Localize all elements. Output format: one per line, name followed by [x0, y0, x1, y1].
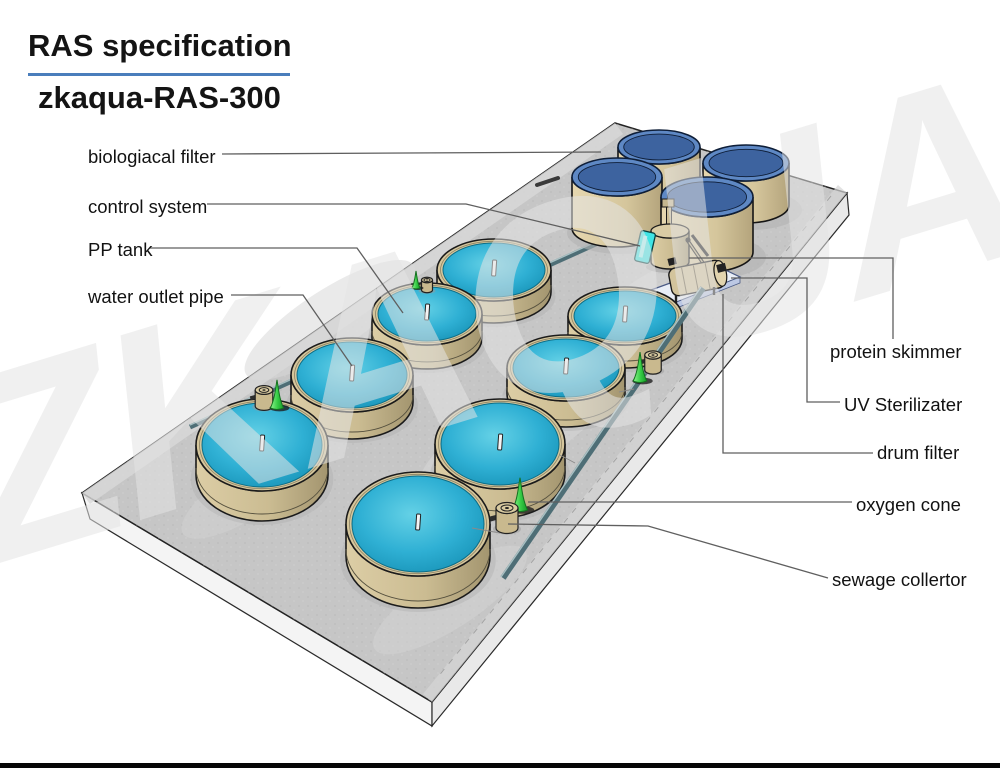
oxygen-cone-unit [632, 352, 653, 385]
collector-hub [262, 389, 266, 391]
label-biological-filter: biologiacal filter [88, 146, 216, 167]
model-subtitle: zkaqua-RAS-300 [38, 80, 281, 115]
bottom-bar [0, 763, 1000, 768]
label-drum-filter: drum filter [877, 442, 960, 463]
drum-knob [669, 259, 675, 265]
label-protein-skimmer: protein skimmer [830, 341, 962, 362]
pp-tank-seam [195, 467, 329, 515]
pp-tank-rim-inner [349, 473, 487, 575]
collector-hub [426, 279, 428, 281]
pp-tank-rim-inner [438, 400, 562, 488]
skimmer-valve-box [661, 198, 675, 208]
water-outlet-pipe [491, 259, 498, 277]
title-underline [28, 73, 290, 76]
pp-tank-rim-inner [510, 336, 622, 400]
collector-ring [258, 387, 270, 393]
water-outlet-pipe [622, 305, 629, 323]
water-outlet-pipe [415, 513, 422, 531]
sewage-collector-unit [639, 350, 665, 376]
platform-seam [535, 176, 560, 187]
label-oxygen-cone: oxygen cone [856, 494, 961, 515]
label-sewage-collector: sewage collertor [832, 569, 967, 590]
sewage-collector-unit [249, 385, 276, 412]
pp-tank [340, 471, 496, 612]
drain-connectors [471, 388, 635, 534]
pp-tank-rim-inner [571, 288, 679, 344]
oxygen-cone-unit [269, 379, 290, 412]
label-pp-tank: PP tank [88, 239, 153, 260]
oxygen-cone-unit [411, 270, 424, 290]
pp-tank [190, 398, 334, 525]
collector-ring [648, 352, 658, 358]
water-outlet-pipe [349, 364, 356, 382]
bio-tank-top-inner [577, 162, 657, 192]
protein-skimmer-unit [646, 198, 710, 273]
skimmer-pipe [690, 234, 710, 257]
pp-tank-seam [345, 548, 491, 602]
water-outlet-pipe [424, 303, 431, 321]
oxygen-cone [632, 352, 648, 383]
bio-tank-top-inner [708, 148, 784, 178]
skimmer-top [650, 223, 690, 239]
water-outlet-pipe [259, 434, 266, 452]
label-uv-sterilizer: UV Sterilizater [844, 394, 963, 415]
bio-tank-top-inner [623, 133, 695, 161]
collector-hub [651, 354, 655, 356]
water-outlet-pipe [497, 433, 504, 451]
page-title: RAS specification [28, 28, 292, 63]
drum-rib [681, 267, 688, 295]
bio-tank-top-inner [666, 181, 748, 213]
collector-ring [500, 504, 514, 512]
label-control-system: control system [88, 196, 208, 217]
skimmer-valve [685, 237, 691, 243]
collector-ring [423, 278, 431, 282]
label-water-outlet-pipe: water outlet pipe [88, 286, 224, 307]
drum-knob [720, 265, 726, 271]
oxygen-cone [269, 379, 285, 410]
water-outlet-pipe [563, 357, 570, 375]
oxygen-cone [511, 477, 529, 513]
oxygen-cone [411, 270, 421, 290]
collector-hub [505, 507, 509, 509]
